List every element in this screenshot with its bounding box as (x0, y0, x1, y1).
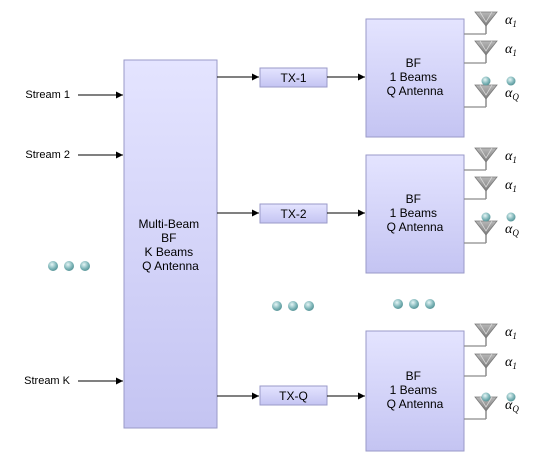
antenna-array-2: α1 α1 αQ (464, 147, 519, 244)
multibeam-line: K Beams (144, 245, 193, 259)
alpha-label: α1 (505, 42, 517, 58)
tx-chain-1: TX-1 (217, 67, 365, 88)
multibeam-line: BF (161, 231, 176, 245)
stream-input-k: Stream K (24, 375, 123, 387)
alpha-label: α1 (505, 178, 517, 194)
tx-label: TX-1 (280, 71, 306, 85)
bf-label: BF 1 Beams Q Antenna (387, 192, 444, 234)
ellipsis-dots-icon (48, 261, 90, 271)
ellipsis-dots-icon (481, 76, 516, 86)
bf-label: BF 1 Beams Q Antenna (387, 369, 444, 411)
bf-block-2: BF 1 Beams Q Antenna (365, 154, 465, 274)
ellipsis-dots-icon (393, 299, 435, 309)
bf-label: BF 1 Beams Q Antenna (387, 56, 444, 98)
antenna-icon (464, 11, 498, 35)
stream-label: Stream 2 (25, 149, 70, 161)
bf-line: BF (406, 56, 421, 70)
antenna-icon (464, 323, 498, 347)
antenna-icon (464, 176, 498, 200)
antenna-icon (464, 84, 498, 108)
multibeam-line: Multi-Beam (138, 217, 199, 231)
antenna-icon (464, 353, 498, 377)
alpha-label: α1 (505, 149, 517, 165)
alpha-label: αQ (505, 86, 519, 102)
bf-line: 1 Beams (390, 383, 437, 397)
alpha-label: αQ (505, 398, 519, 414)
antenna-icon (464, 396, 498, 420)
bf-line: BF (406, 192, 421, 206)
stream-label: Stream 1 (25, 89, 70, 101)
tx-label: TX-2 (280, 207, 306, 221)
ellipsis-dots-icon (272, 301, 314, 311)
ellipsis-dots-icon (481, 392, 516, 402)
antenna-icon (464, 40, 498, 64)
stream-input-1: Stream 1 (25, 89, 123, 101)
alpha-label: αQ (505, 222, 519, 238)
multibeam-bf-block: Multi-Beam BF K Beams Q Antenna (123, 59, 218, 429)
stream-input-2: Stream 2 (25, 149, 123, 161)
stream-label: Stream K (24, 375, 71, 387)
multibeam-label: Multi-Beam BF K Beams Q Antenna (138, 217, 202, 273)
bf-line: BF (406, 369, 421, 383)
bf-line: Q Antenna (387, 397, 444, 411)
bf-line: Q Antenna (387, 84, 444, 98)
bf-line: 1 Beams (390, 206, 437, 220)
antenna-icon (464, 220, 498, 244)
tx-chain-q: TX-Q (217, 385, 365, 406)
alpha-label: α1 (505, 13, 517, 29)
tx-label: TX-Q (279, 389, 308, 403)
tx-chain-2: TX-2 (217, 203, 365, 224)
alpha-label: α1 (505, 325, 517, 341)
bf-block-q: BF 1 Beams Q Antenna (365, 330, 465, 452)
alpha-label: α1 (505, 355, 517, 371)
antenna-array-1: α1 α1 αQ (464, 11, 519, 108)
bf-block-1: BF 1 Beams Q Antenna (365, 18, 465, 138)
bf-line: Q Antenna (387, 220, 444, 234)
ellipsis-dots-icon (481, 212, 516, 222)
antenna-icon (464, 147, 498, 171)
multibeam-line: Q Antenna (142, 259, 199, 273)
bf-line: 1 Beams (390, 70, 437, 84)
antenna-array-3: α1 α1 αQ (464, 323, 519, 420)
